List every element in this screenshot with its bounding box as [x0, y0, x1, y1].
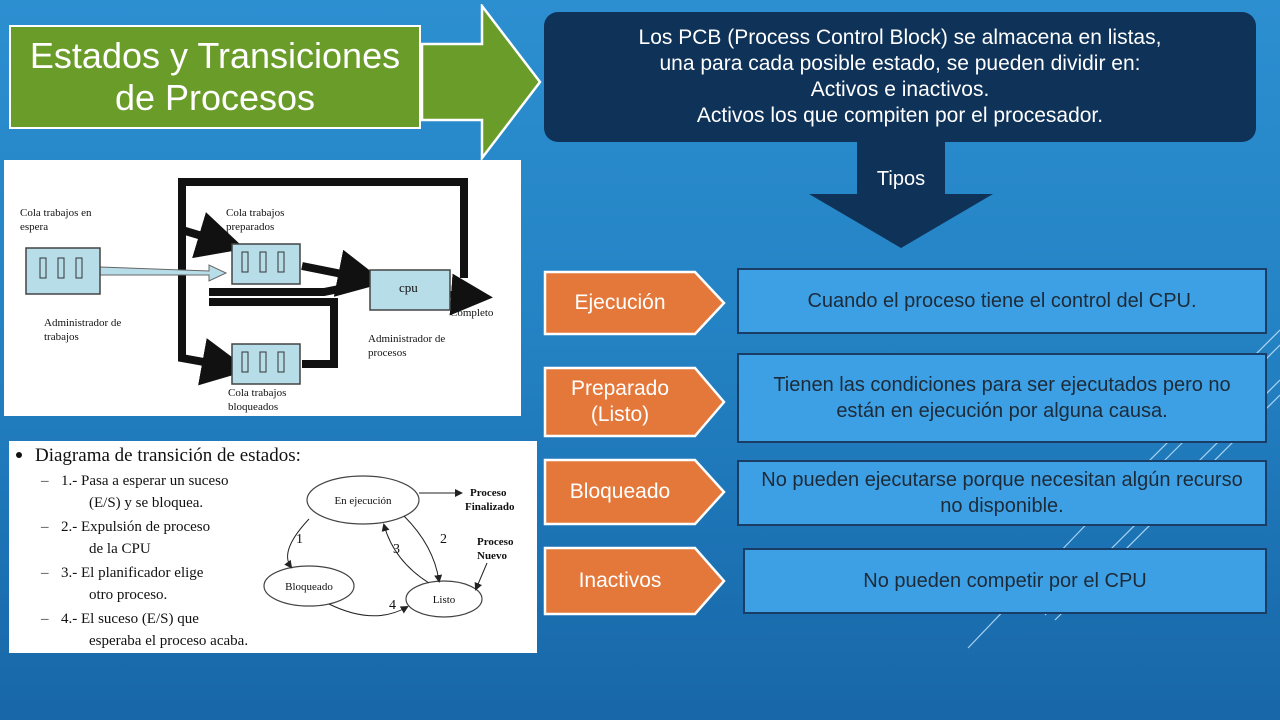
edge-nuevo [474, 562, 488, 591]
pcb-line-4: Activos los que compiten por el procesad… [696, 104, 1104, 127]
state-ejecucion: Ejecución [545, 272, 695, 334]
transition-diagram-svg: Diagrama de transición de estados: – 1.-… [16, 445, 515, 649]
edge-1 [284, 518, 310, 569]
state-label-shapes [543, 270, 726, 616]
node-listo-label: Listo [433, 594, 456, 606]
node-listo [405, 580, 483, 618]
box-cpu [369, 269, 451, 311]
desc-preparado-text: Tienen las condiciones para ser ejecutad… [773, 374, 1231, 422]
desc-inactivos-text: No pueden competir por el CPU [863, 570, 1147, 592]
arrow-to-cpu [301, 249, 386, 297]
state-preparado-label: Preparado (Listo) [570, 377, 670, 426]
page-title: Estados y Transiciones de Procesos [9, 25, 421, 129]
edge-label-4: 4 [389, 598, 396, 613]
dash-3: – [40, 565, 49, 581]
arrow-espera-to-preparados [99, 264, 228, 282]
item-3-line-2: otro proceso. [89, 587, 167, 603]
bullet-icon [16, 452, 22, 458]
desc-preparado: Tienen las condiciones para ser ejecutad… [737, 353, 1267, 443]
label-cpu: cpu [399, 280, 418, 295]
arrow-bloqueados-back [209, 298, 338, 368]
label-finalizado-1: Proceso [470, 487, 507, 499]
queue-diagram: Cola trabajos en espera Cola trabajos pr… [4, 160, 521, 416]
edge-label-1: 1 [296, 532, 303, 547]
desc-bloqueado-text: No pueden ejecutarse porque necesitan al… [761, 469, 1243, 517]
dash-1: – [40, 473, 49, 489]
node-en-ejecucion-label: En ejecución [334, 495, 392, 507]
state-bloqueado: Bloqueado [545, 460, 695, 524]
label-finalizado-2: Finalizado [465, 501, 515, 513]
state-ejecucion-label: Ejecución [574, 291, 666, 314]
item-4-line-2: esperaba el proceso acaba. [89, 633, 248, 649]
label-cola-bloqueados-2: bloqueados [228, 401, 278, 413]
pcb-line-2: una para cada posible estado, se pueden … [659, 52, 1141, 75]
label-cola-bloqueados-1: Cola trabajos [228, 387, 286, 399]
item-4-line-1: 4.- El suceso (E/S) que [61, 611, 199, 627]
item-1-line-1: 1.- Pasa a esperar un suceso [61, 473, 228, 489]
edge-3 [381, 523, 430, 584]
label-nuevo-2: Nuevo [477, 550, 507, 562]
arrow-cpu-back [209, 282, 355, 296]
arrow-to-preparados [180, 212, 245, 259]
node-en-ejecucion [306, 475, 420, 525]
state-bloqueado-label: Bloqueado [569, 480, 671, 503]
label-cola-espera-1: Cola trabajos en [20, 207, 92, 219]
edge-2 [403, 515, 443, 583]
pcb-line-1: Los PCB (Process Control Block) se almac… [638, 26, 1162, 49]
state-preparado: Preparado (Listo) [545, 368, 695, 436]
dash-2: – [40, 519, 49, 535]
page-title-text: Estados y Transiciones de Procesos [29, 35, 401, 118]
green-arrow-icon [420, 4, 542, 160]
transition-diagram: Diagrama de transición de estados: – 1.-… [9, 441, 537, 653]
edge-label-2: 2 [440, 532, 447, 547]
label-admin-trabajos-2: trabajos [44, 331, 79, 343]
item-1-line-2: (E/S) y se bloquea. [89, 495, 203, 511]
node-bloqueado-label: Bloqueado [285, 581, 333, 593]
label-nuevo-1: Proceso [477, 536, 514, 548]
queue-diagram-svg: Cola trabajos en espera Cola trabajos pr… [20, 178, 494, 413]
dash-4: – [40, 611, 49, 627]
label-admin-procesos-1: Administrador de [368, 333, 445, 345]
pcb-line-3: Activos e inactivos. [810, 78, 990, 101]
label-completo: Completo [450, 307, 494, 319]
desc-inactivos: No pueden competir por el CPU [743, 548, 1267, 614]
transition-heading: Diagrama de transición de estados: [35, 445, 301, 466]
state-inactivos: Inactivos [545, 548, 695, 614]
label-admin-trabajos-1: Administrador de [44, 317, 121, 329]
item-2-line-1: 2.- Expulsión de proceso [61, 519, 210, 535]
item-2-line-2: de la CPU [89, 541, 151, 557]
item-3-line-1: 3.- El planificador elige [61, 565, 204, 581]
label-cola-espera-2: espera [20, 221, 48, 233]
edge-label-3: 3 [393, 542, 400, 557]
desc-ejecucion-text: Cuando el proceso tiene el control del C… [807, 290, 1197, 312]
desc-ejecucion: Cuando el proceso tiene el control del C… [737, 268, 1267, 334]
desc-bloqueado: No pueden ejecutarse porque necesitan al… [737, 460, 1267, 526]
label-cola-preparados-2: preparados [226, 221, 274, 233]
loop-top-line [178, 178, 468, 278]
down-arrow-icon [809, 142, 993, 248]
pcb-description: Los PCB (Process Control Block) se almac… [544, 12, 1256, 142]
box-cola-espera [25, 247, 101, 295]
label-cola-preparados-1: Cola trabajos [226, 207, 284, 219]
node-bloqueado [263, 565, 355, 607]
state-inactivos-label: Inactivos [578, 569, 662, 592]
label-admin-procesos-2: procesos [368, 347, 407, 359]
edge-4 [328, 603, 409, 617]
tipos-label: Tipos [876, 168, 926, 190]
